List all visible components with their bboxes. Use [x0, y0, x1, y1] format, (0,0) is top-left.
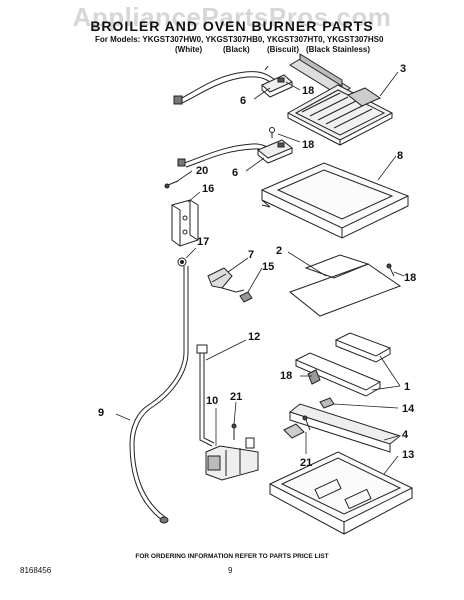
callout-18-upper: 18: [302, 85, 314, 97]
part-18-middle-screw: [307, 369, 321, 385]
part-1-brackets: [294, 332, 392, 397]
callout-1: 1: [404, 381, 410, 393]
callout-labels: 3 6 18 18 8 20 6 16 17 7 15 2 18 12 18 1…: [98, 63, 416, 469]
callout-18-second: 18: [302, 139, 314, 151]
callout-18-right: 18: [404, 272, 416, 284]
ordering-info: FOR ORDERING INFORMATION REFER TO PARTS …: [135, 553, 329, 560]
color-black-stainless: (Black Stainless): [306, 45, 371, 54]
part-9-gas-tube: [129, 266, 189, 524]
part-4-oven-burner: [283, 403, 402, 453]
part-13-oven-bottom: [268, 451, 414, 535]
callout-21-upper: 21: [230, 391, 242, 403]
color-white: (White): [175, 45, 203, 54]
callout-2: 2: [276, 245, 282, 257]
callout-8: 8: [397, 150, 403, 162]
callout-15: 15: [262, 261, 274, 273]
part-21-lower-screw: [302, 415, 311, 431]
part-6-upper-igniter: [173, 65, 293, 105]
part-3-broiler-burner: [286, 53, 394, 146]
callout-12: 12: [248, 331, 260, 343]
page-number: 9: [228, 566, 233, 575]
part-12-tube: [196, 344, 215, 447]
callout-7: 7: [248, 249, 254, 261]
part-10-valve: [205, 437, 259, 481]
callout-13: 13: [402, 449, 414, 461]
callout-21-lower: 21: [300, 457, 312, 469]
models-line: For Models: YKGST307HW0, YKGST307HB0, YK…: [95, 35, 384, 44]
callout-6-lower: 6: [232, 167, 238, 179]
part-21-upper-screw: [231, 423, 237, 440]
part-7-component: [207, 267, 245, 293]
part-18-right-screw: [386, 263, 395, 277]
document-number: 8168456: [20, 566, 52, 575]
callout-17: 17: [197, 236, 209, 248]
page-title: BROILER AND OVEN BURNER PARTS: [90, 18, 374, 34]
callout-6-upper: 6: [240, 95, 246, 107]
part-17-fitting: [177, 257, 187, 267]
part-2-shield: [288, 254, 402, 317]
part-15-nut: [239, 291, 253, 303]
callout-10: 10: [206, 395, 218, 407]
color-biscuit: (Biscuit): [267, 45, 299, 54]
leader-lines: [115, 71, 405, 475]
part-8-broiler-pan: [260, 162, 410, 239]
callout-3: 3: [400, 63, 406, 75]
part-14-orifice: [319, 397, 335, 409]
part-6-lower-igniter: [177, 127, 293, 168]
callout-20: 20: [196, 165, 208, 177]
callout-14: 14: [402, 403, 415, 415]
watermark: AppliancePartsPros.com: [72, 2, 392, 32]
callout-4: 4: [402, 429, 409, 441]
color-black: (Black): [223, 45, 250, 54]
callout-16: 16: [202, 183, 214, 195]
callout-18-middle: 18: [280, 370, 292, 382]
part-16-bracket: [171, 199, 199, 247]
callout-9: 9: [98, 407, 104, 419]
